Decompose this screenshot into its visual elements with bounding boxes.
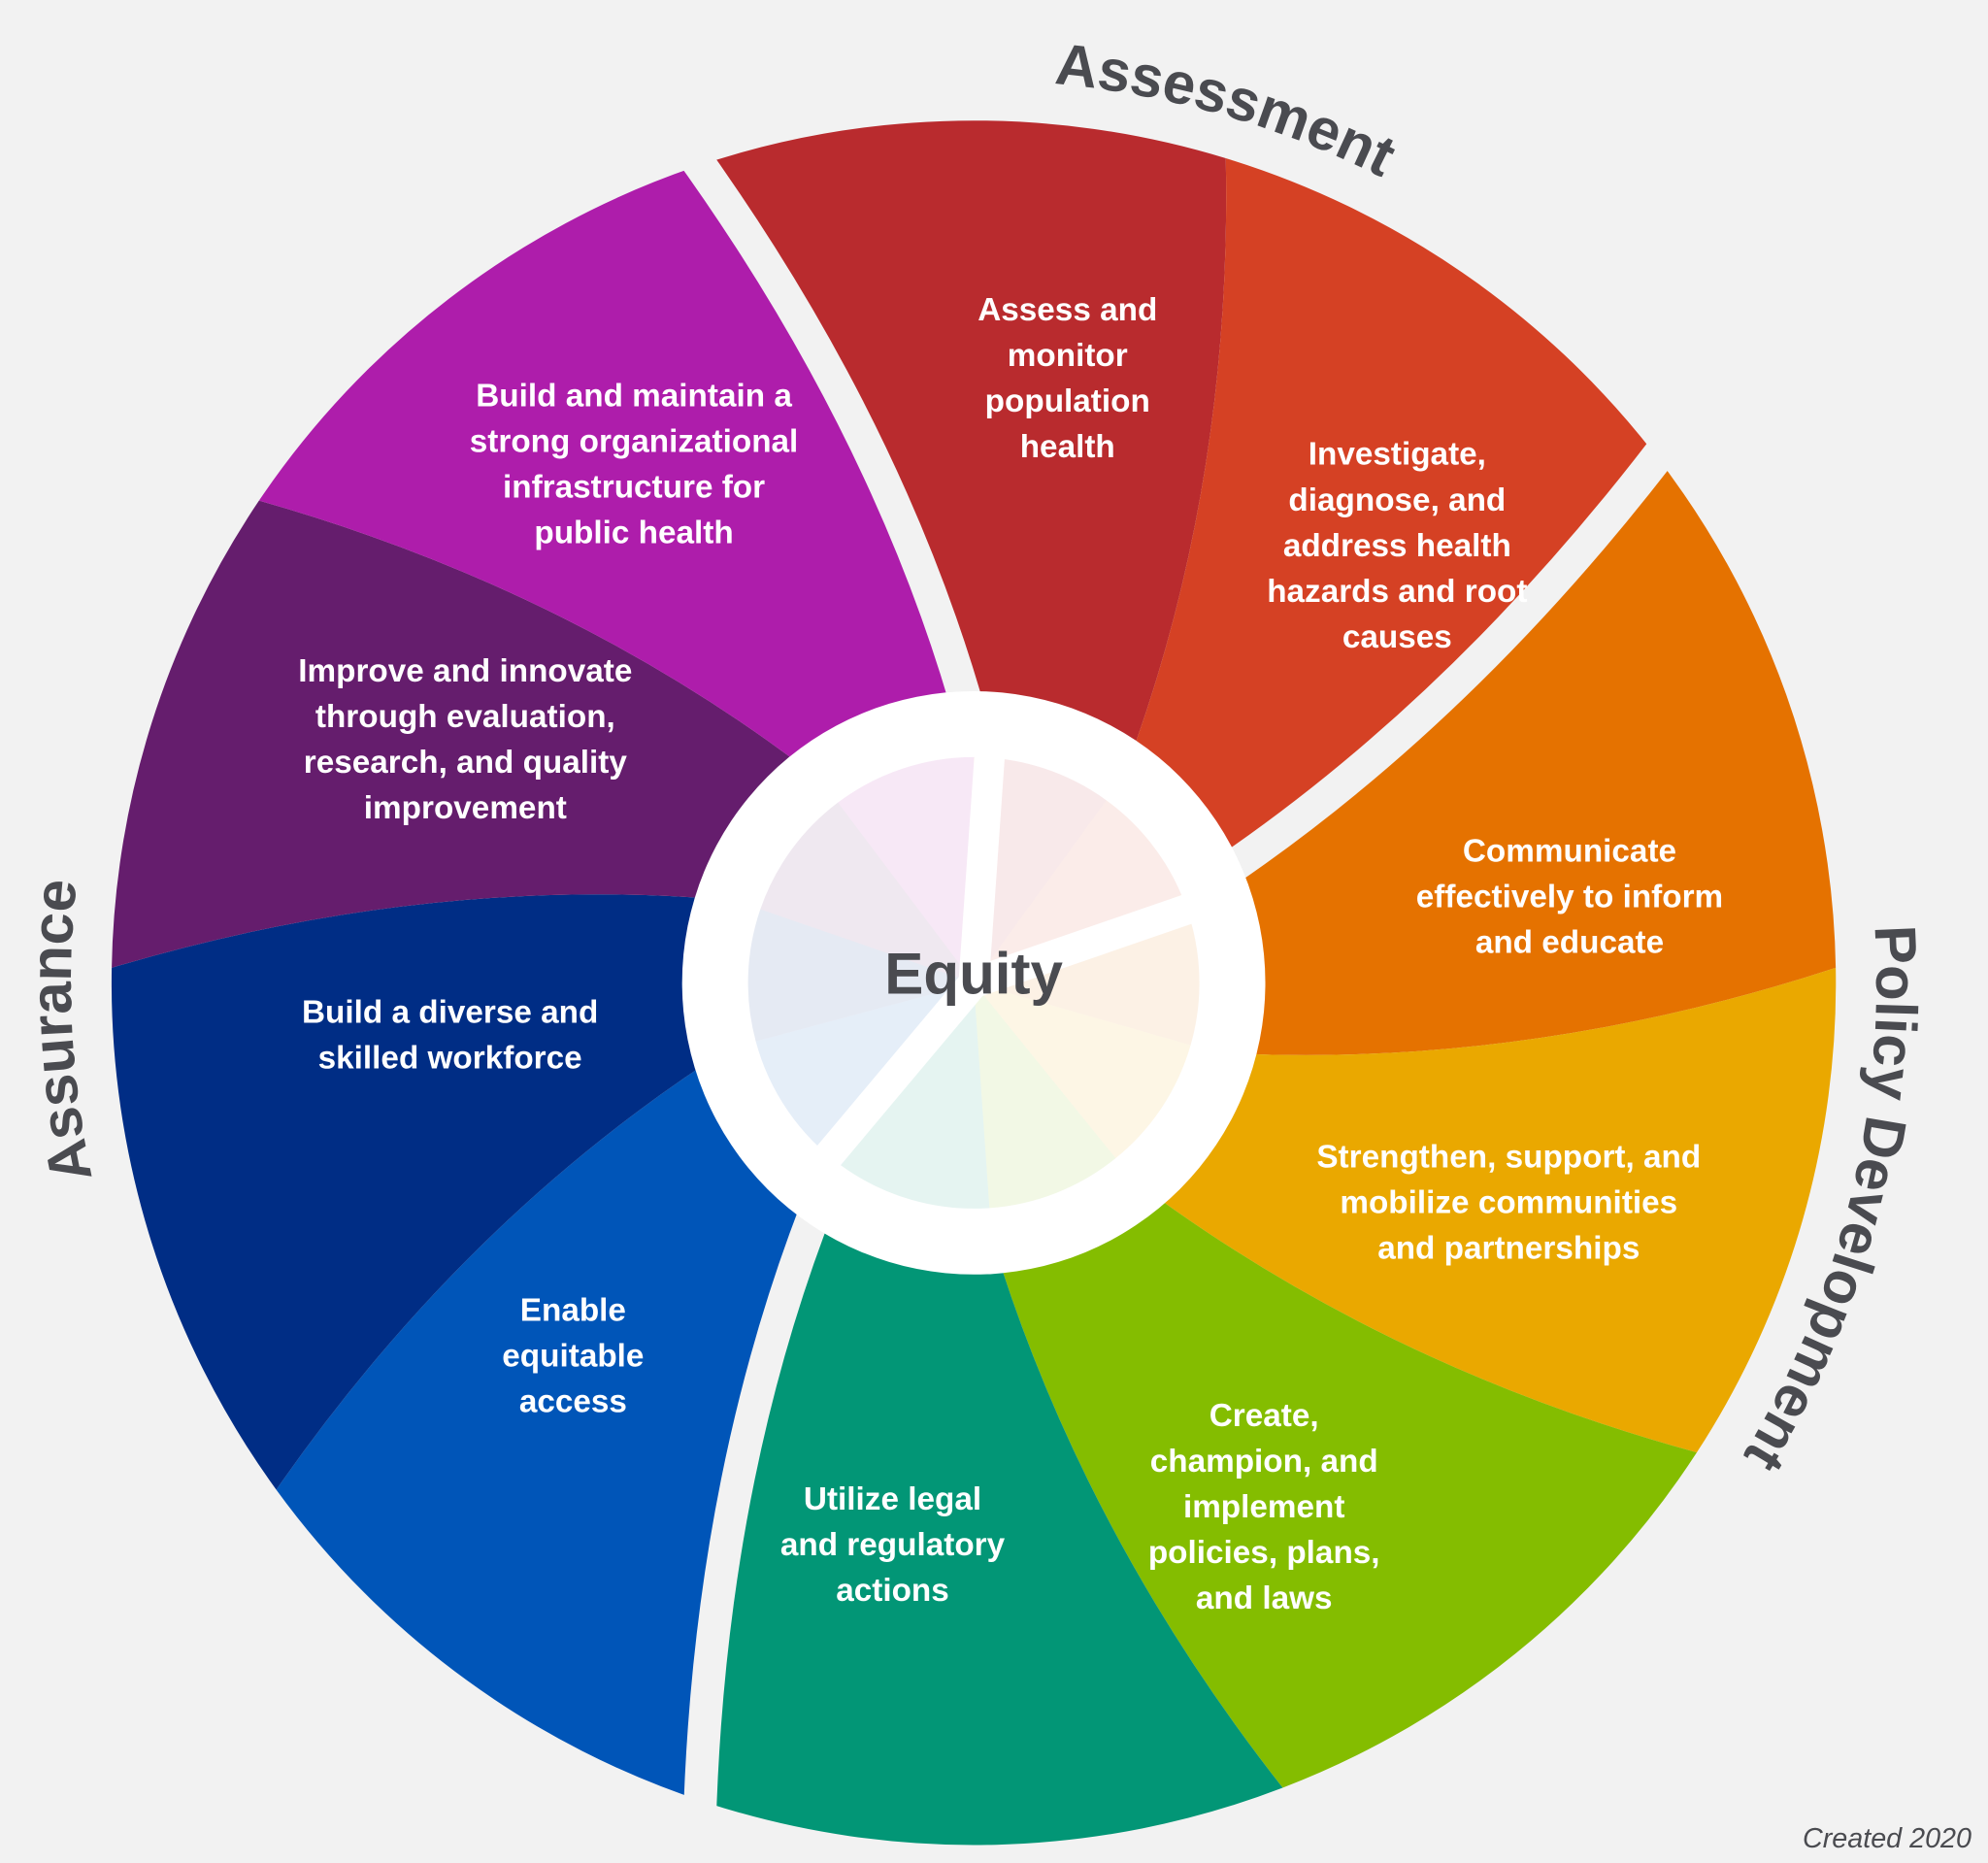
- service-label-line: and laws: [1196, 1580, 1333, 1615]
- service-label-line: Create,: [1209, 1397, 1319, 1433]
- service-label-improve-innovate: Improve and innovate through evaluation, r…: [298, 653, 632, 826]
- inner-gap: [811, 973, 986, 1173]
- service-label-enable-access: Enable equitable access: [502, 1292, 644, 1419]
- group-gap: [682, 1181, 841, 1828]
- created-date: Created 2020: [1803, 1823, 1971, 1854]
- equity-inner-wheel: [747, 756, 1200, 1209]
- group-label-assurance-text: Assurance: [18, 877, 105, 1188]
- segment-improve-innovate: [112, 500, 821, 968]
- service-label-investigate-diagnose: Investigate, diagnose, and address health h…: [1267, 436, 1527, 654]
- service-label-build-infrastructure: Build and maintain a strong organizationa…: [470, 378, 799, 550]
- service-label-line: monitor: [1008, 337, 1128, 373]
- segment-enable-access: [276, 1048, 825, 1804]
- service-label-line: actions: [836, 1573, 949, 1609]
- group-label-assurance: Assurance: [18, 877, 105, 1188]
- service-label-line: and partnerships: [1377, 1230, 1640, 1266]
- group-gap: [671, 133, 990, 734]
- service-label-line: policies, plans,: [1148, 1534, 1380, 1570]
- service-label-line: skilled workforce: [318, 1040, 582, 1076]
- segment-communicate: [1207, 451, 1837, 1055]
- inner-wedge-strengthen-communities: [974, 982, 1191, 1159]
- group-gap: [1198, 426, 1687, 898]
- service-label-line: and educate: [1475, 924, 1664, 960]
- service-label-line: address health: [1283, 527, 1511, 563]
- segment-build-workforce: [111, 894, 735, 1490]
- equity-inner-gaps: [811, 748, 1201, 1173]
- service-label-communicate: Communicate effectively to inform and educ…: [1416, 833, 1723, 960]
- service-label-line: effectively to inform: [1416, 879, 1723, 915]
- inner-wedge-create-policies: [974, 982, 1116, 1209]
- inner-wedge-investigate-diagnose: [974, 800, 1182, 983]
- service-label-line: infrastructure for: [503, 469, 765, 505]
- service-label-line: population: [985, 383, 1150, 418]
- equity-label: Equity: [884, 942, 1063, 1007]
- service-label-line: health: [1020, 428, 1115, 464]
- service-label-line: improvement: [364, 790, 567, 826]
- service-label-line: mobilize communities: [1340, 1184, 1677, 1220]
- group-gaps: [671, 133, 1687, 1828]
- segment-investigate-diagnose: [1122, 158, 1653, 884]
- segment-strengthen-communities: [1133, 967, 1837, 1453]
- segment-create-policies: [991, 1180, 1697, 1788]
- inner-wedge-utilize-legal: [841, 982, 990, 1209]
- segment-utilize-legal: [707, 1187, 1283, 1846]
- service-label-line: equitable: [502, 1338, 644, 1374]
- inner-gap: [958, 748, 1006, 984]
- service-label-line: Enable: [520, 1292, 626, 1328]
- service-label-strengthen-communities: Strengthen, support, and mobilize communi…: [1316, 1139, 1701, 1266]
- service-label-line: access: [519, 1383, 627, 1419]
- service-label-line: Communicate: [1463, 833, 1676, 869]
- service-label-line: Strengthen, support, and: [1316, 1139, 1701, 1175]
- inner-gap: [968, 891, 1201, 998]
- service-label-line: Assess and: [977, 291, 1157, 327]
- inner-wedge-improve-innovate: [760, 802, 975, 983]
- service-label-line: causes: [1342, 618, 1452, 654]
- inner-wedge-build-infrastructure: [838, 756, 975, 983]
- inner-wedge-build-workforce: [747, 909, 975, 1042]
- service-label-line: research, and quality: [304, 745, 628, 781]
- service-label-line: public health: [534, 515, 733, 550]
- segment-assess-monitor: [692, 120, 1227, 779]
- service-label-line: hazards and root: [1267, 573, 1527, 609]
- service-label-line: Investigate,: [1309, 436, 1486, 472]
- service-label-line: Improve and innovate: [298, 653, 632, 689]
- service-label-line: diagnose, and: [1288, 482, 1506, 517]
- service-label-line: Build a diverse and: [302, 994, 598, 1030]
- service-label-line: through evaluation,: [315, 699, 615, 735]
- service-label-create-policies: Create, champion, and implement policies, p…: [1148, 1397, 1380, 1615]
- service-label-line: champion, and: [1150, 1443, 1378, 1479]
- service-label-line: strong organizational: [470, 423, 799, 459]
- service-label-line: implement: [1183, 1488, 1345, 1524]
- service-label-utilize-legal: Utilize legal and regulatory actions: [780, 1480, 1006, 1608]
- service-label-assess-monitor: Assess and monitor population health: [977, 291, 1157, 464]
- service-labels: Assess and monitor population health Investi…: [298, 291, 1723, 1615]
- service-label-line: Build and maintain a: [476, 378, 792, 414]
- service-label-build-workforce: Build a diverse and skilled workforce: [302, 994, 598, 1076]
- service-label-line: and regulatory: [780, 1527, 1006, 1563]
- inner-wedge-assess-monitor: [974, 756, 1107, 983]
- service-label-line: Utilize legal: [804, 1480, 981, 1516]
